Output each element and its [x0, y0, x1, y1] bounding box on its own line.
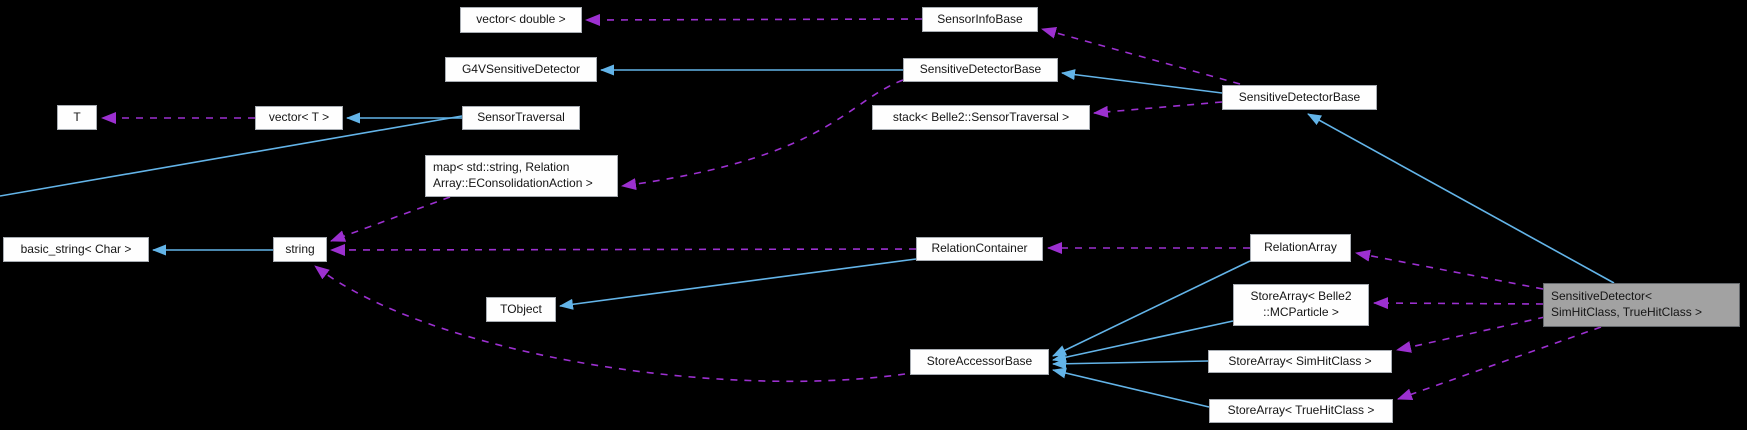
edge-mcparticle-to-storeaccessor — [1052, 320, 1234, 363]
edge-focal-to-simhit — [1396, 316, 1546, 353]
node-t[interactable]: T — [57, 105, 97, 130]
node-tobject[interactable]: TObject — [486, 297, 556, 322]
node-sensitive-detector-base-right[interactable]: SensitiveDetectorBase — [1222, 85, 1377, 110]
edge-truehit-to-storeaccessor — [1052, 367, 1210, 408]
node-sensor-traversal[interactable]: SensorTraversal — [462, 106, 580, 130]
edge-sdbright-to-stack — [1093, 101, 1223, 118]
node-store-array-mcparticle[interactable]: StoreArray< Belle2 ::MCParticle > — [1233, 284, 1369, 326]
node-sensor-info-base[interactable]: SensorInfoBase — [922, 7, 1038, 32]
edge-offcanvas-to-sensortraversal — [0, 115, 463, 197]
edge-storeaccessor-to-string — [314, 265, 906, 383]
edge-focal-to-mcparticle — [1373, 297, 1544, 310]
edge-focal-to-sdbright — [1307, 113, 1615, 284]
node-vector-double[interactable]: vector< double > — [460, 7, 582, 33]
edge-sensorinfobase-to-vectordouble — [585, 13, 923, 26]
edge-relationcontainer-to-string — [330, 243, 917, 256]
node-sensitive-detector-focal[interactable]: SensitiveDetector< SimHitClass, TrueHitC… — [1543, 283, 1740, 327]
node-relation-array[interactable]: RelationArray — [1250, 234, 1351, 262]
node-relation-container[interactable]: RelationContainer — [916, 237, 1043, 261]
edge-map-to-string — [330, 196, 451, 242]
node-basic-string-char[interactable]: basic_string< Char > — [3, 237, 149, 262]
edge-sdbright-to-sensorinfobase — [1041, 26, 1241, 85]
edge-sdbright-to-sdbmid — [1061, 69, 1223, 94]
node-store-array-simhit[interactable]: StoreArray< SimHitClass > — [1208, 350, 1392, 373]
node-stack-sensor-traversal[interactable]: stack< Belle2::SensorTraversal > — [872, 105, 1090, 130]
node-g4v-sensitive-detector[interactable]: G4VSensitiveDetector — [445, 57, 597, 82]
edge-focal-to-relationarray — [1355, 249, 1544, 290]
node-string[interactable]: string — [273, 237, 327, 262]
edge-relationarray-to-storeaccessor — [1052, 260, 1251, 357]
edge-relationcontainer-to-tobject — [559, 258, 917, 310]
node-store-array-truehit[interactable]: StoreArray< TrueHitClass > — [1209, 399, 1393, 423]
edge-sdbmid-to-map — [621, 79, 904, 191]
edge-simhit-to-storeaccessor — [1052, 358, 1209, 370]
node-store-accessor-base[interactable]: StoreAccessorBase — [910, 349, 1049, 375]
node-map-econsolidation[interactable]: map< std::string, Relation Array::EConso… — [425, 155, 618, 197]
node-sensitive-detector-base-mid[interactable]: SensitiveDetectorBase — [903, 58, 1058, 82]
node-vector-t[interactable]: vector< T > — [255, 106, 343, 130]
edge-focal-to-truehit — [1397, 326, 1602, 400]
